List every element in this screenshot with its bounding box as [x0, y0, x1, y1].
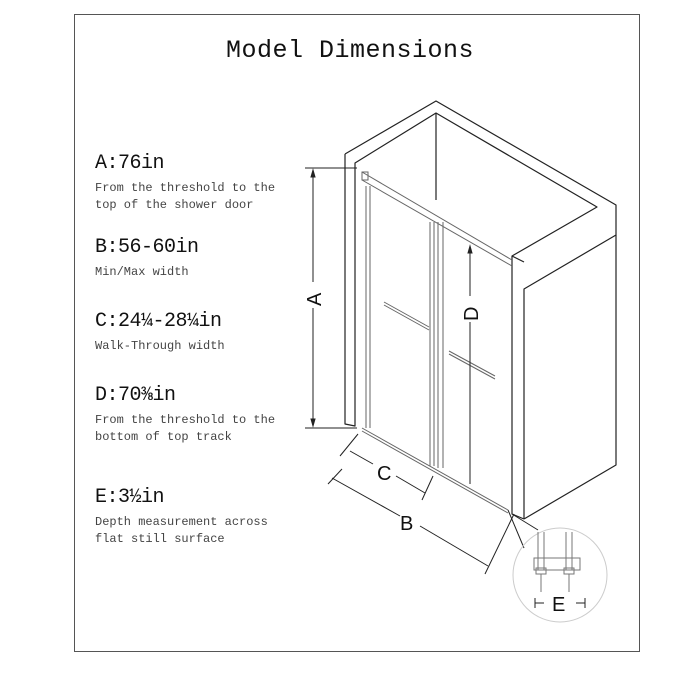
spec-e-description: Depth measurement across flat still surf… — [95, 515, 268, 546]
spec-d-description: From the threshold to the bottom of top … — [95, 413, 276, 444]
spec-d-label: D:70⅜in — [95, 384, 176, 407]
dimension-label-d: D — [461, 307, 483, 321]
top-track — [361, 171, 513, 267]
spec-e: E:3½in Depth measurement across flat sti… — [95, 486, 268, 548]
dimension-label-a: A — [304, 292, 326, 306]
right-handle — [448, 350, 496, 380]
spec-a: A:76in From the threshold to the top of … — [95, 152, 275, 214]
page-title: Model Dimensions — [225, 36, 475, 65]
left-handle — [383, 301, 430, 331]
spec-e-label: E:3½in — [95, 486, 165, 509]
spec-c: C:24¼-28¼in Walk-Through width — [95, 310, 225, 355]
wall-outline — [344, 100, 617, 519]
dimension-label-c: C — [377, 463, 391, 485]
spec-d: D:70⅜in From the threshold to the bottom… — [95, 384, 275, 446]
detail-callout — [507, 509, 608, 623]
spec-a-label: A:76in — [95, 152, 165, 175]
figure-frame — [74, 14, 640, 652]
dimension-label-e: E — [552, 594, 565, 616]
spec-b: B:56-60in Min/Max width — [95, 236, 199, 281]
dimension-label-b: B — [400, 513, 413, 535]
spec-c-label: C:24¼-28¼in — [95, 310, 222, 333]
left-panel — [365, 186, 435, 466]
bottom-track — [361, 427, 509, 514]
spec-b-description: Min/Max width — [95, 265, 189, 279]
spec-a-description: From the threshold to the top of the sho… — [95, 181, 276, 212]
spec-b-label: B:56-60in — [95, 236, 199, 259]
right-panel — [437, 222, 444, 468]
spec-c-description: Walk-Through width — [95, 339, 225, 353]
